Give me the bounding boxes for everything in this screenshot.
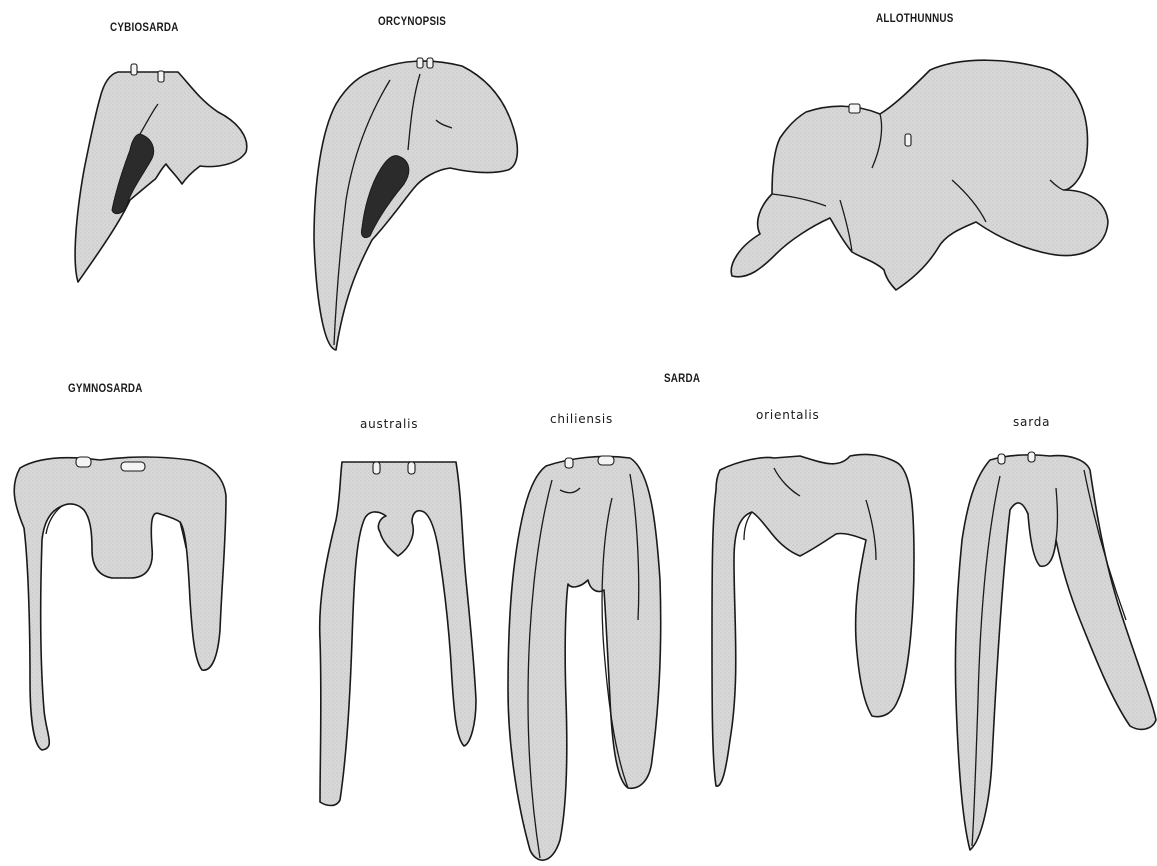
cybiosarda-liver xyxy=(75,64,247,282)
orcynopsis-liver xyxy=(314,58,517,350)
gymnosarda-liver xyxy=(14,457,226,750)
sarda-chiliensis-liver xyxy=(508,456,661,860)
sarda-orientalis-liver xyxy=(712,454,914,786)
sarda-australis-liver xyxy=(320,462,476,806)
sarda-sarda-liver xyxy=(955,452,1156,850)
allothunnus-liver xyxy=(731,60,1108,290)
